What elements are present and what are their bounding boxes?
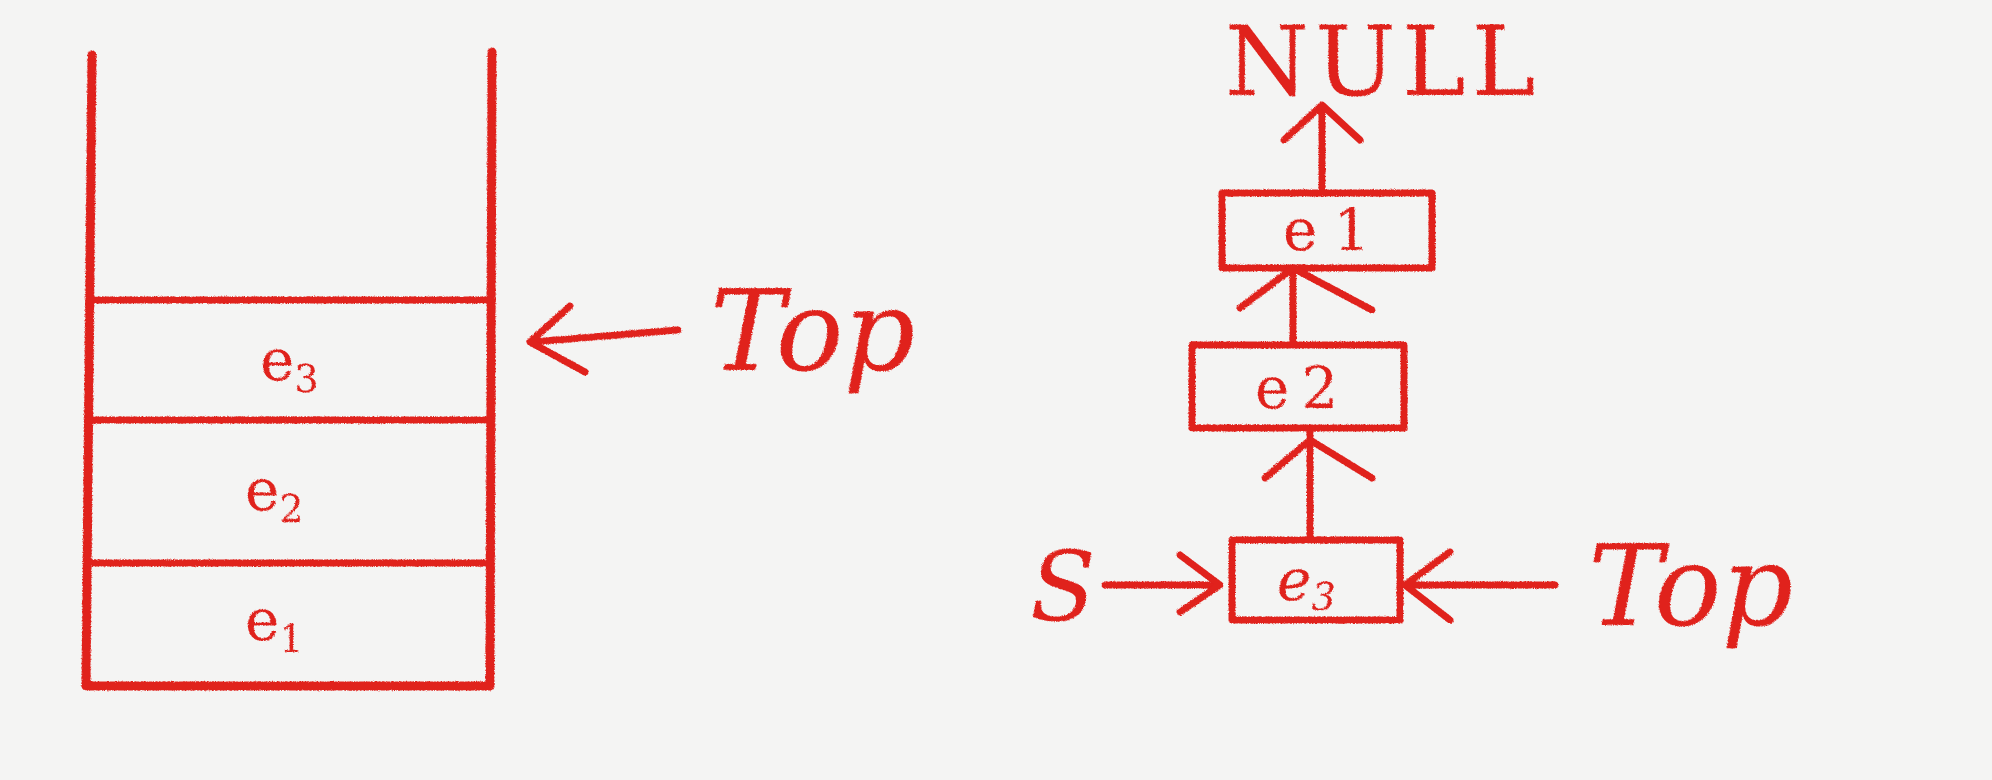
array-cell-top: e3 bbox=[260, 326, 319, 401]
array-cell-middle: e2 bbox=[245, 456, 304, 531]
stack-container bbox=[81, 47, 497, 691]
arrow-e3-to-e2 bbox=[1261, 426, 1376, 544]
node-label-3: e3 bbox=[1277, 546, 1336, 619]
head-pointer-label: S bbox=[1030, 531, 1096, 643]
linked-top-label: Top bbox=[1588, 522, 1793, 652]
arrow-e2-to-e1 bbox=[1236, 264, 1376, 349]
node-box-3 bbox=[1228, 536, 1404, 624]
node-box-2 bbox=[1188, 341, 1408, 432]
node-box-1 bbox=[1218, 189, 1436, 272]
null-label: NULL bbox=[1225, 6, 1541, 118]
array-cell-bottom: e1 bbox=[245, 586, 304, 661]
array-top-arrow bbox=[526, 302, 682, 376]
array-stack: e3 e2 e1 Top bbox=[81, 47, 915, 691]
arrow-top-to-e3 bbox=[1401, 548, 1559, 624]
arrow-e1-to-null bbox=[1280, 101, 1364, 194]
array-top-label: Top bbox=[710, 267, 915, 397]
arrow-head-to-e3 bbox=[1101, 551, 1224, 616]
